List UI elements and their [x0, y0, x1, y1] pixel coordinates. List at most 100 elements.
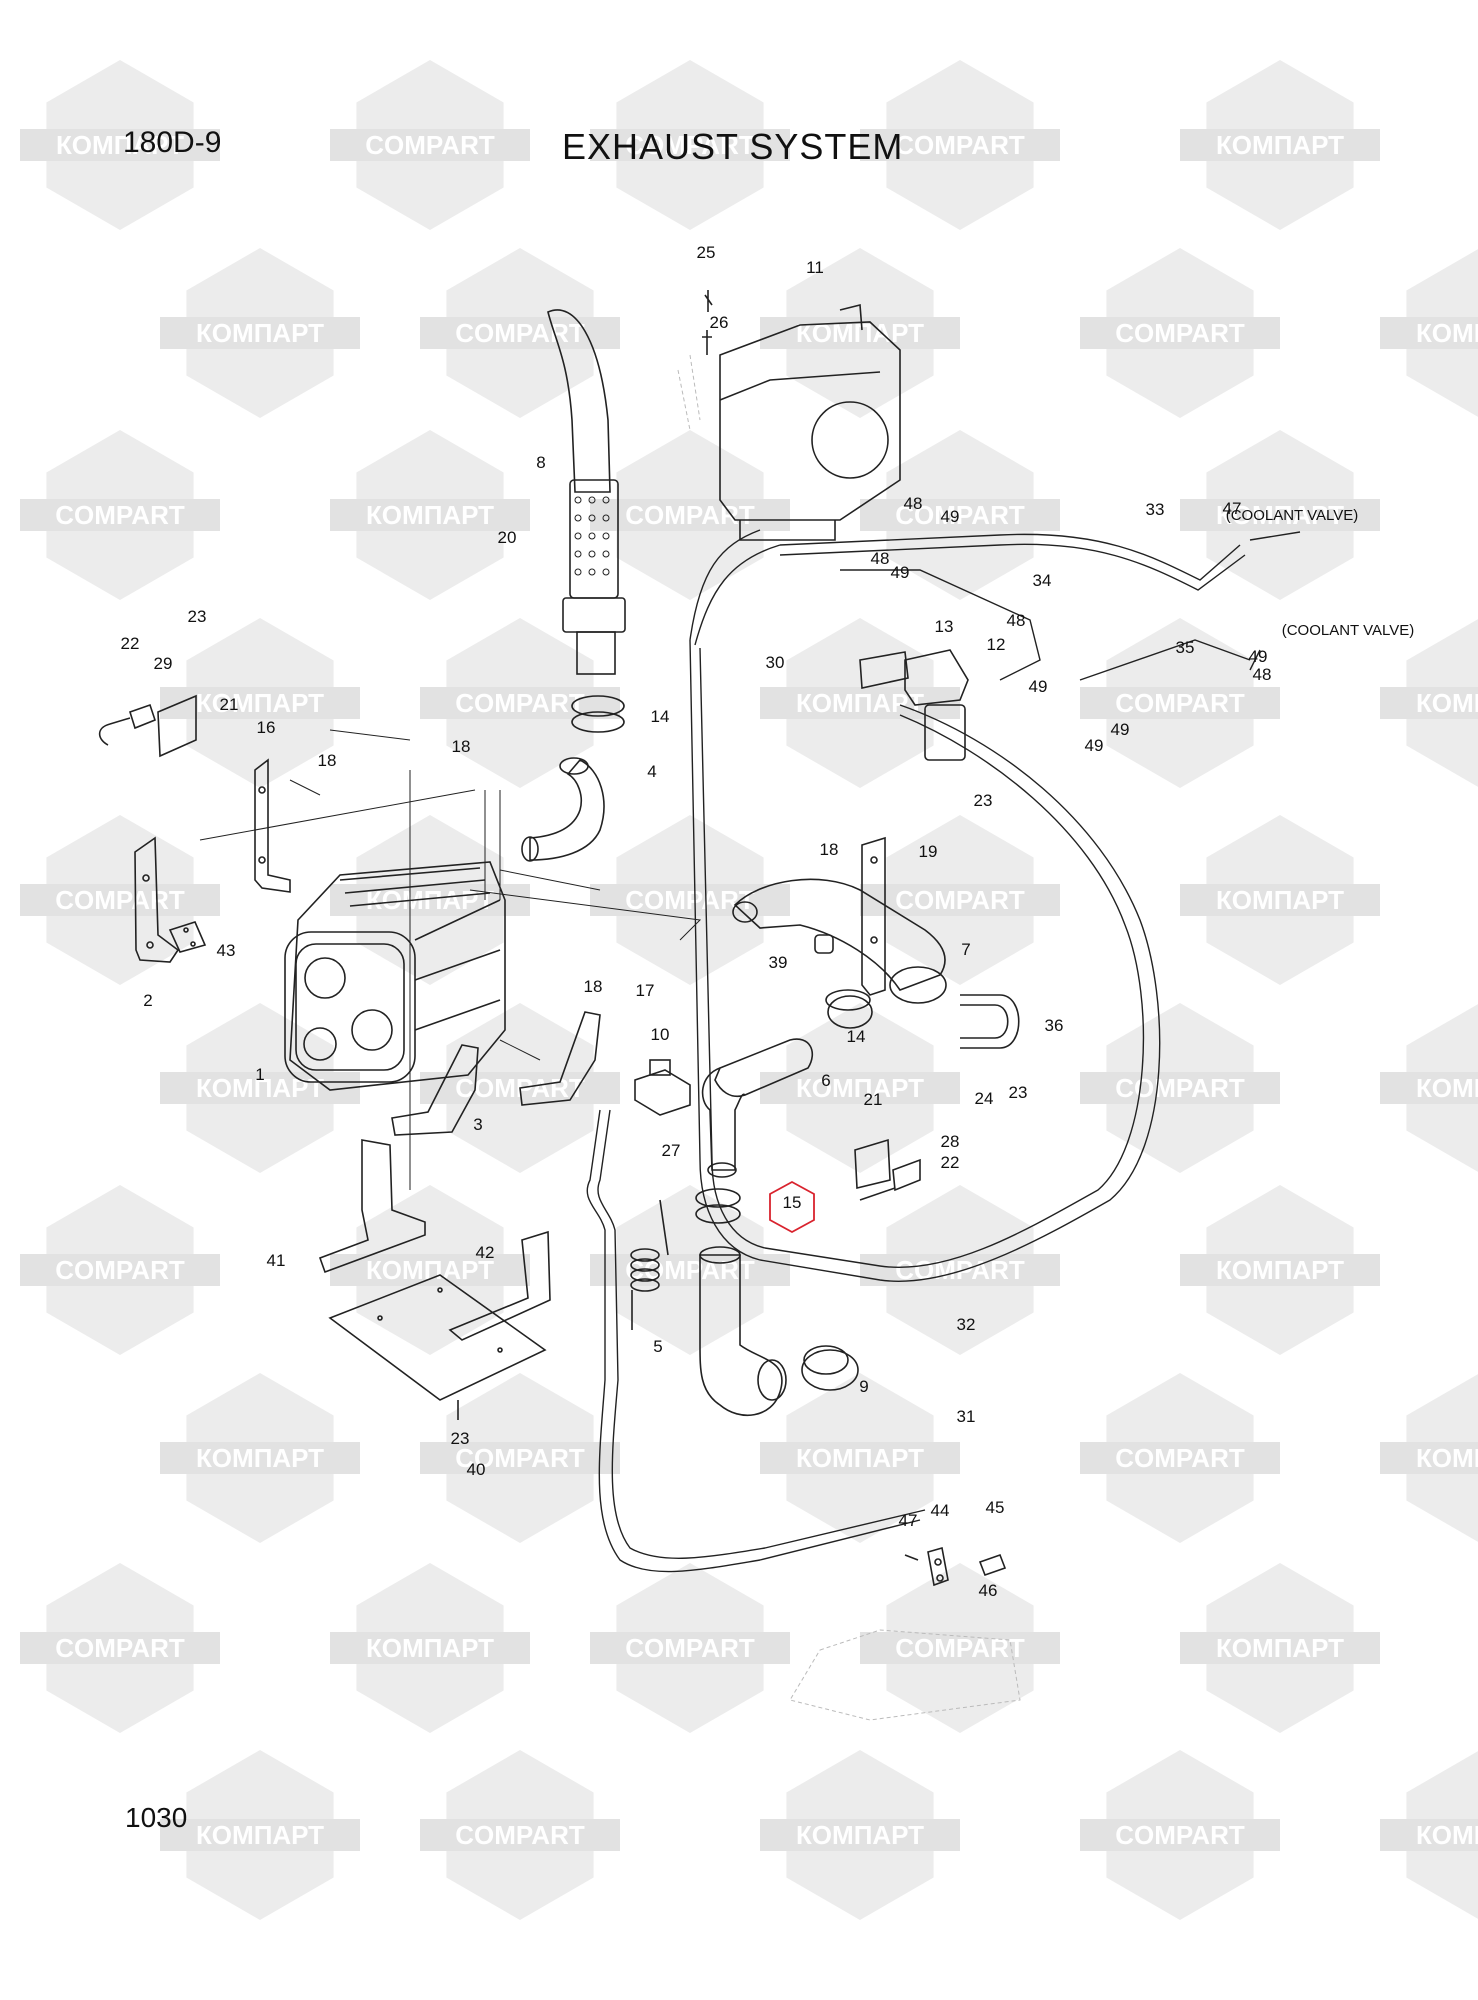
watermark-text: КОМПАРТ [1216, 1255, 1344, 1285]
plate-part-39 [328, 1274, 547, 1420]
callout-44: 44 [931, 1501, 950, 1520]
watermark-text: КОМПАРТ [796, 1820, 924, 1850]
watermark-band [160, 687, 360, 719]
callout-48: 48 [1253, 665, 1272, 684]
callout-40: 40 [467, 1460, 486, 1479]
callout-9: 9 [859, 1377, 868, 1396]
tail-pipe-perforation [574, 496, 610, 576]
bolt-part-24 [704, 290, 713, 312]
watermark-text: COMPART [55, 885, 185, 915]
bracket-part-41 [448, 1230, 551, 1341]
watermark-text: COMPART [625, 1633, 755, 1663]
watermark-text: КОМПАРТ [196, 688, 324, 718]
callout-46: 46 [979, 1581, 998, 1600]
plate-part-21-upper [98, 694, 197, 758]
clamp-part-14-lower [825, 989, 873, 1029]
watermark-band [1080, 1442, 1280, 1474]
bracket-part-19 [861, 836, 886, 996]
callout-12: 12 [987, 635, 1006, 654]
callout-21: 21 [864, 1090, 883, 1109]
watermark-band [760, 1072, 960, 1104]
callout-23: 23 [188, 607, 207, 626]
callout-35: 35 [1176, 638, 1195, 657]
watermark-band [160, 1442, 360, 1474]
clamp-part-9 [801, 1345, 859, 1391]
watermark-band [860, 129, 1060, 161]
watermark-text: COMPART [365, 130, 495, 160]
pipe-part-7 [732, 878, 947, 1004]
clamp-part-14-upper [571, 695, 625, 733]
watermark-band [590, 129, 790, 161]
muffler-part-1 [284, 861, 506, 1091]
tank-part-11 [719, 303, 901, 541]
watermark-band [860, 1632, 1060, 1664]
watermark-text: КОМПАРТ [1216, 500, 1344, 530]
callout-48: 48 [1007, 611, 1026, 630]
watermark-text: КОМПАРТ [796, 1443, 924, 1473]
watermark-band [860, 499, 1060, 531]
highlight-hexagon-part-15 [769, 1180, 815, 1234]
callout-18: 18 [318, 751, 337, 770]
watermark-text: COMPART [625, 500, 755, 530]
watermark-band [420, 1819, 620, 1851]
watermark-text: КОМПАРТ [1416, 1073, 1478, 1103]
watermark-text: COMPART [895, 1633, 1025, 1663]
watermark-band [1080, 1072, 1280, 1104]
watermark-band [1180, 884, 1380, 916]
callout-5: 5 [653, 1337, 662, 1356]
u-bolt-part-35 [960, 994, 1020, 1049]
watermark-band [330, 1254, 530, 1286]
watermark-band [330, 129, 530, 161]
bracket-part-40 [318, 1139, 426, 1274]
callout-45: 45 [986, 1498, 1005, 1517]
watermark-band [1380, 1072, 1478, 1104]
watermark-text: КОМПАРТ [196, 1820, 324, 1850]
callout-49: 49 [1249, 647, 1268, 666]
bolt-part-46 [904, 1554, 919, 1561]
leader-lines [199, 729, 702, 1190]
callout-7: 7 [961, 940, 970, 959]
callout-23: 23 [451, 1429, 470, 1448]
bolt-part-25 [702, 330, 712, 355]
fitting-part-44 [978, 1553, 1007, 1577]
callout-47: 47 [899, 1511, 918, 1530]
callout-18: 18 [584, 977, 603, 996]
watermark-band [20, 1632, 220, 1664]
watermark-band [330, 1632, 530, 1664]
page-number: 1030 [125, 1802, 188, 1833]
elbow-part-4 [521, 757, 605, 862]
callout-49: 49 [1085, 736, 1104, 755]
callout-13: 13 [935, 617, 954, 636]
callout-19: 19 [919, 842, 938, 861]
watermark-text: COMPART [1115, 318, 1245, 348]
watermark-text: КОМПАРТ [1216, 885, 1344, 915]
callout-11: 11 [806, 258, 824, 277]
callout-32: 32 [957, 1315, 976, 1334]
callout-27: 27 [662, 1141, 681, 1160]
watermark-text: COMPART [55, 1255, 185, 1285]
watermark-text: COMPART [455, 1820, 585, 1850]
watermark-band [330, 884, 530, 916]
page-title: EXHAUST SYSTEM [562, 126, 904, 167]
callout-25: 25 [697, 243, 716, 262]
callout-48: 48 [871, 549, 890, 568]
watermark-band [160, 317, 360, 349]
callout-1: 1 [255, 1065, 264, 1084]
bracket-part-3 [391, 1044, 479, 1136]
watermark-text: COMPART [455, 1443, 585, 1473]
tail-pipe-part-8 [547, 309, 626, 675]
watermark-text: COMPART [455, 318, 585, 348]
callout-20: 20 [498, 528, 517, 547]
watermark-text: COMPART [1115, 1443, 1245, 1473]
callout-36: 36 [1045, 1016, 1064, 1035]
watermark-band [590, 499, 790, 531]
watermark-text: КОМПАРТ [796, 1073, 924, 1103]
watermark-text: КОМПАРТ [1416, 688, 1478, 718]
watermark-text: COMPART [55, 500, 185, 530]
bracket-part-43 [927, 1546, 949, 1587]
watermark-text: КОМПАРТ [56, 130, 184, 160]
callout-17: 17 [636, 981, 655, 1000]
ghost-context [677, 354, 1021, 1721]
